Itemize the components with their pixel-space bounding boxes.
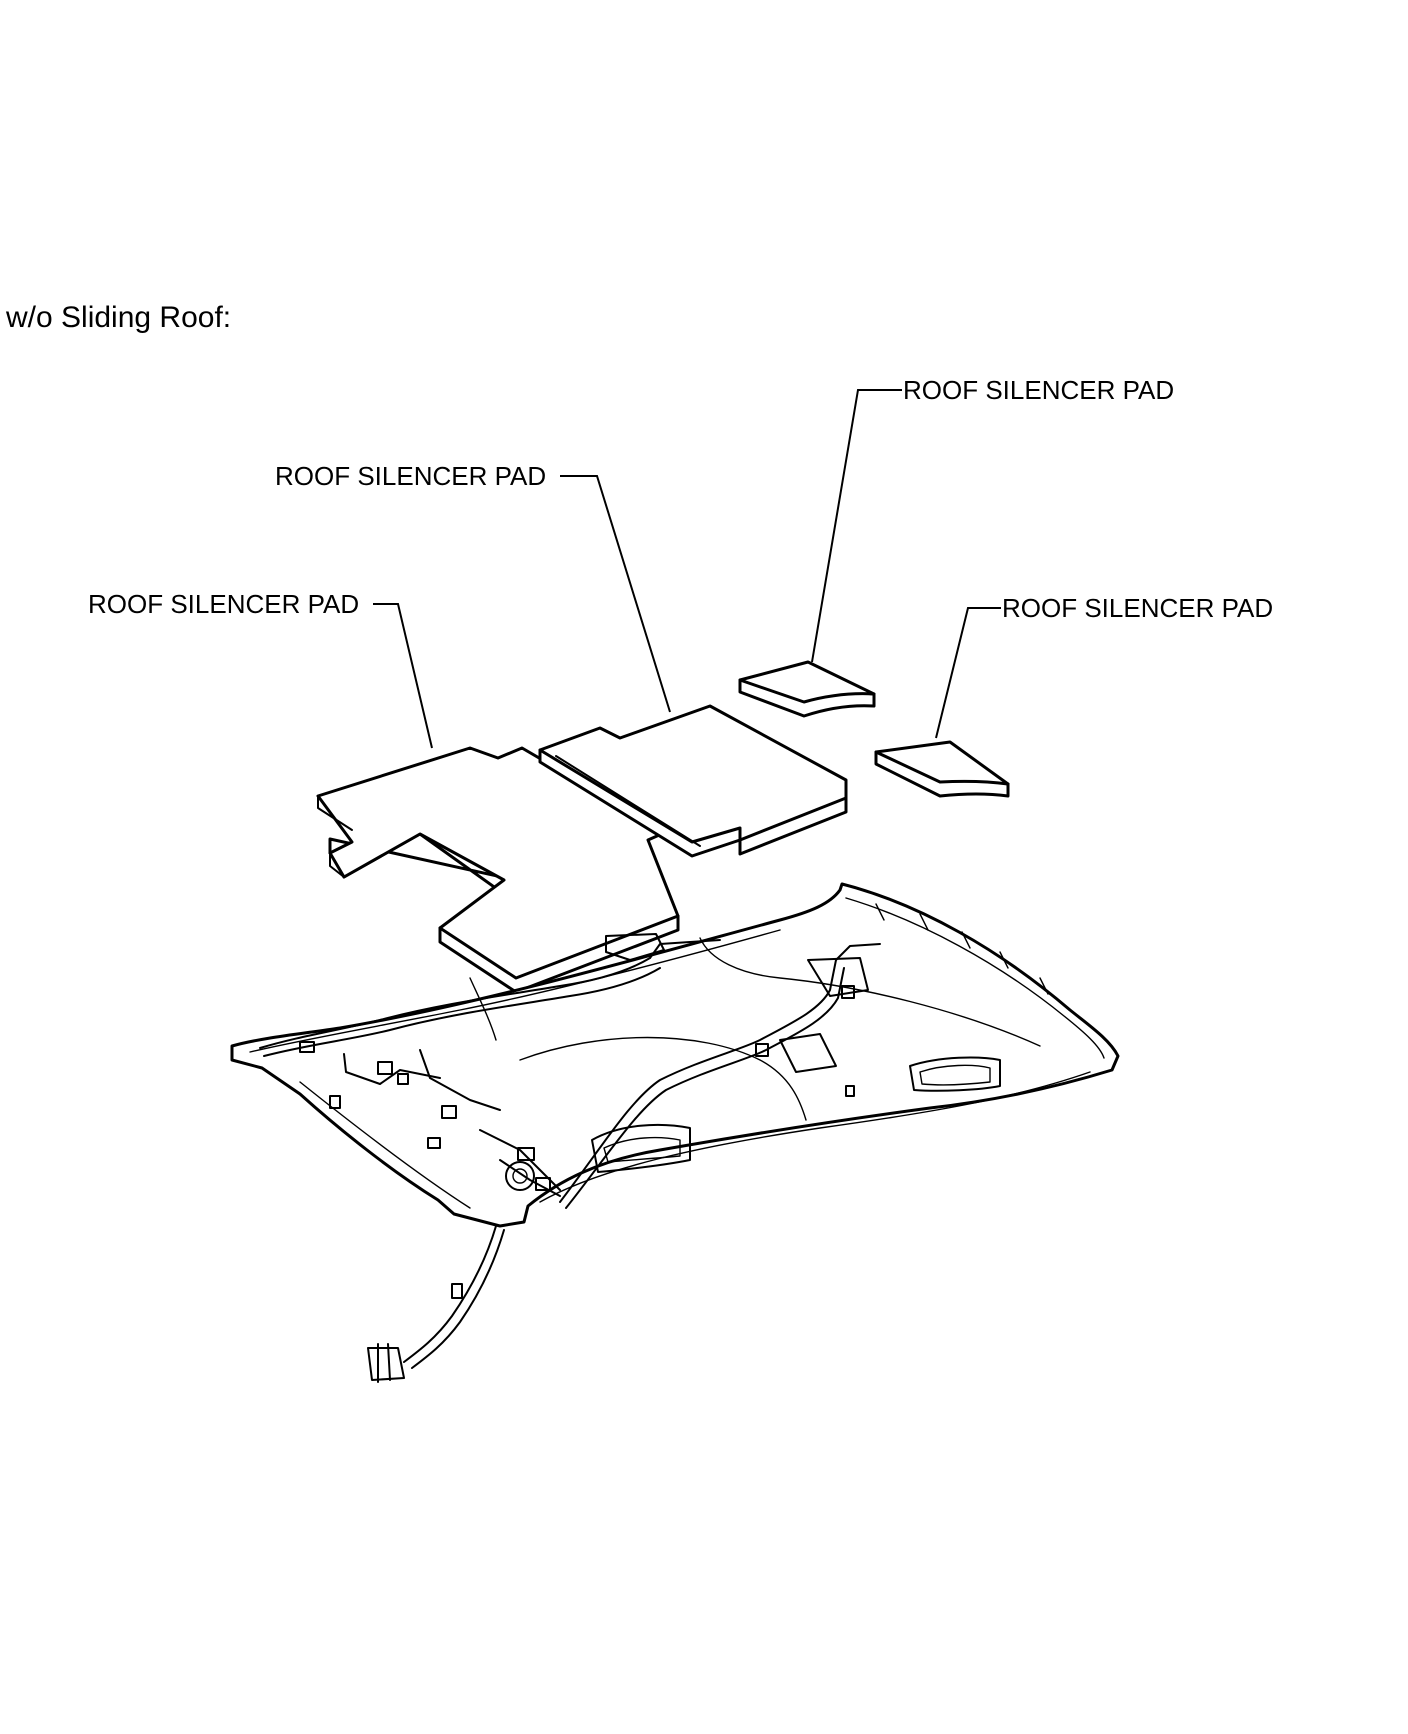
roof-silencer-pad-rear-right xyxy=(874,740,1010,798)
leader-lines xyxy=(373,389,1001,749)
callout-label-front-left: ROOF SILENCER PAD xyxy=(88,589,359,619)
roof-headliner xyxy=(230,882,1120,1383)
callout-label-rear-top: ROOF SILENCER PAD xyxy=(903,375,1174,405)
callout-label-rear-right: ROOF SILENCER PAD xyxy=(1002,593,1273,623)
roof-silencer-pad-rear-top xyxy=(738,660,876,718)
callout-label-center: ROOF SILENCER PAD xyxy=(275,461,546,491)
section-heading: w/o Sliding Roof: xyxy=(5,301,231,334)
roof-silencer-pad-center xyxy=(538,704,848,858)
